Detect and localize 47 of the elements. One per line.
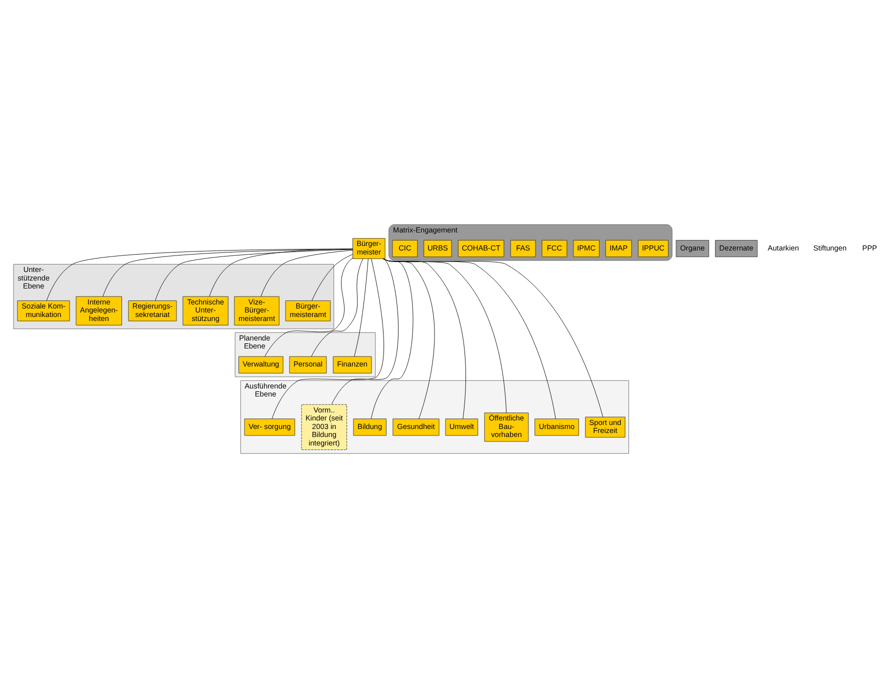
node-box: Ver- sorgung: [244, 418, 296, 436]
connector: [370, 258, 414, 419]
connector: [46, 248, 353, 300]
connector: [382, 258, 556, 418]
node-box: Bürger- meisteramt: [285, 300, 331, 321]
node-box: Umwelt: [445, 418, 478, 436]
node-box: Vorm.. Kinder (seit 2003 in Bildung integriert): [301, 404, 347, 450]
label: Autarkien: [768, 242, 799, 252]
node-box: Gesundheit: [392, 418, 440, 436]
node-box: Verwaltung: [238, 356, 284, 373]
node-box: Technische Unter- stützung: [182, 296, 228, 325]
node-box: Regierungs- sekretariat: [128, 300, 177, 321]
connector: [155, 248, 353, 300]
node-box: IPPUC: [638, 240, 668, 257]
node-box: Bürger- meister: [352, 238, 386, 258]
node-box: URBS: [424, 240, 452, 257]
connector: [331, 258, 398, 404]
label: Stiftungen: [813, 242, 847, 252]
connector: [272, 258, 384, 419]
node-box: CIC: [392, 240, 418, 257]
node-box: Finanzen: [332, 356, 372, 373]
node-box: Personal: [289, 356, 327, 373]
connector: [260, 249, 353, 296]
label: PPP: [862, 242, 878, 252]
connector: [354, 258, 368, 356]
connector: [102, 248, 353, 296]
node-box: Bildung: [353, 418, 386, 436]
node-box: FCC: [542, 240, 568, 257]
connector: [382, 258, 507, 413]
node-box: FAS: [510, 240, 536, 257]
node-box: COHAB-CT: [458, 240, 504, 257]
connector: [312, 254, 353, 300]
connector: [311, 258, 364, 356]
node-box: Interne Angelegen- heiten: [76, 296, 122, 325]
node-box: IMAP: [605, 240, 632, 257]
node-box: Dezernate: [715, 240, 758, 257]
connector: [209, 248, 353, 296]
connector: [382, 258, 604, 417]
node-box: Öffentliche Bau- vorhaben: [484, 412, 529, 442]
node-box: Sport und Freizeit: [585, 416, 626, 438]
node-box: Urbanismo: [534, 418, 579, 436]
node-box: Vize- Bürger- meisteramt: [234, 296, 280, 325]
node-box: Organe: [676, 240, 710, 257]
connector: [383, 258, 435, 419]
node-box: IPMC: [573, 240, 600, 257]
connector: [264, 257, 353, 356]
node-box: Soziale Kom- munikation: [17, 300, 70, 321]
